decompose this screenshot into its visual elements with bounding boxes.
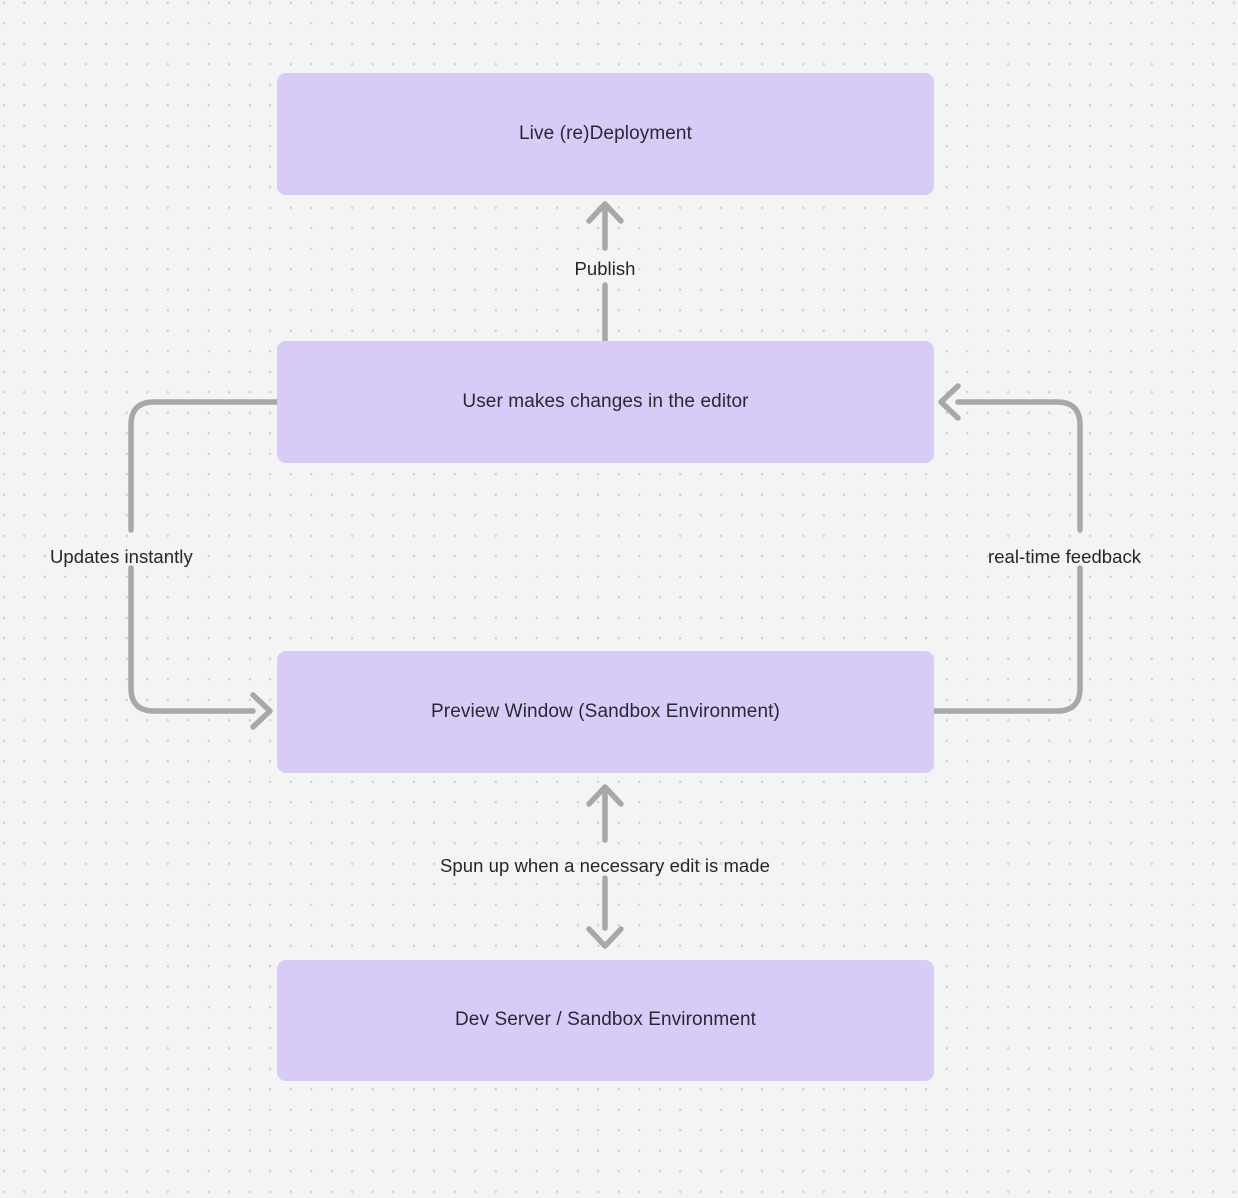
edge-label-spun-up: Spun up when a necessary edit is made xyxy=(440,855,770,876)
node-preview-window-label: Preview Window (Sandbox Environment) xyxy=(431,700,780,722)
edge-real-time-feedback-upper-segment xyxy=(955,399,1083,533)
edge-real-time-feedback-lower-segment xyxy=(931,565,1083,714)
node-user-makes-changes-label: User makes changes in the editor xyxy=(462,390,749,412)
edge-updates-instantly-arrowhead-right xyxy=(250,692,273,730)
edge-real-time-feedback-arrowhead-left xyxy=(938,383,961,421)
node-user-makes-changes[interactable]: User makes changes in the editor xyxy=(277,341,934,463)
edge-label-updates-instantly: Updates instantly xyxy=(50,546,193,567)
edge-spun-up-arrowhead-up xyxy=(586,784,624,807)
edge-updates-instantly-lower-segment xyxy=(128,565,256,714)
edge-label-publish: Publish xyxy=(574,258,636,279)
edge-updates-instantly-upper-segment xyxy=(128,399,280,533)
node-preview-window[interactable]: Preview Window (Sandbox Environment) xyxy=(277,651,934,773)
node-dev-server[interactable]: Dev Server / Sandbox Environment xyxy=(277,960,934,1081)
node-dev-server-label: Dev Server / Sandbox Environment xyxy=(454,1009,756,1031)
edge-publish-arrowhead-up xyxy=(586,201,624,224)
node-live-redeployment[interactable]: Live (re)Deployment xyxy=(277,73,934,195)
edge-label-real-time-feedback: real-time feedback xyxy=(988,546,1142,567)
node-live-redeployment-label: Live (re)Deployment xyxy=(519,122,692,144)
edge-spun-up-arrowhead-down xyxy=(586,926,624,949)
